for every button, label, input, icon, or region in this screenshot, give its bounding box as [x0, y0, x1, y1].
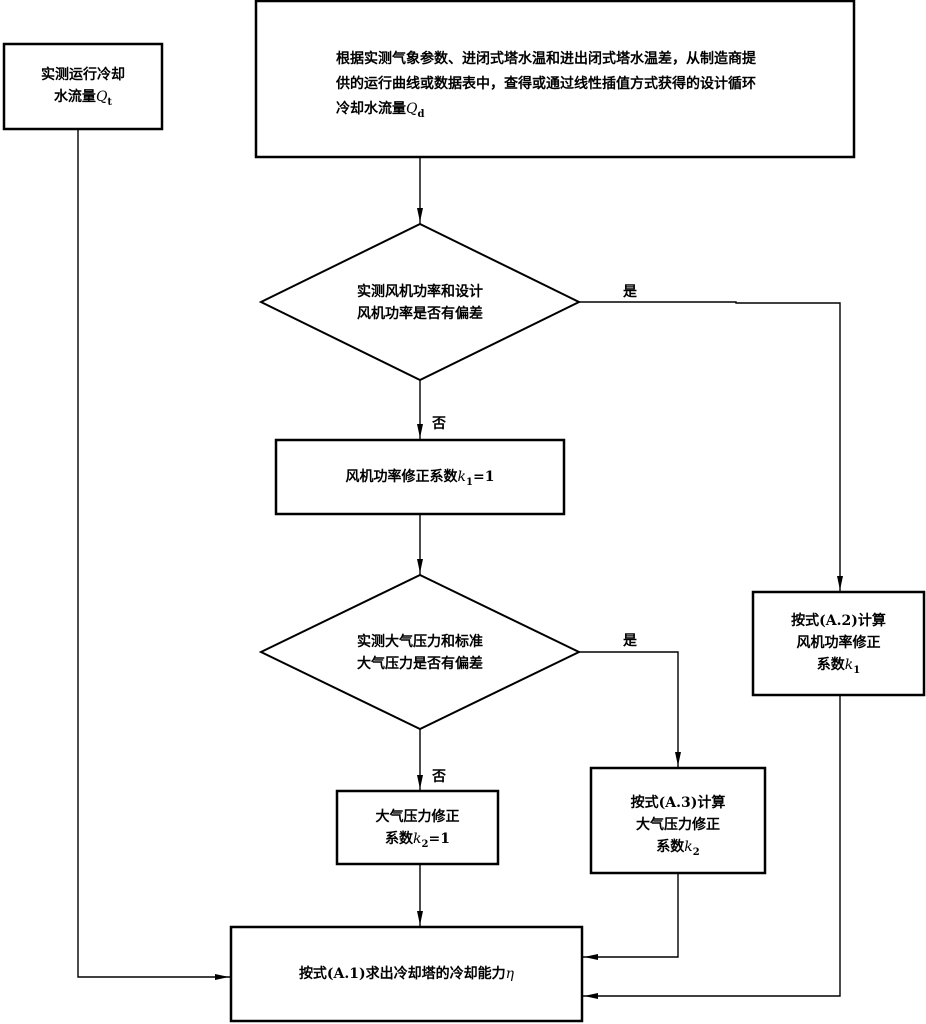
arrowhead — [417, 775, 423, 789]
fan-k1-one-text: 风机功率修正系数k1=1 — [345, 469, 495, 488]
arrowhead — [417, 911, 423, 925]
fan-k1-one-box — [274, 438, 566, 516]
fan-yes-label: 是 — [623, 284, 637, 300]
arrowhead — [417, 208, 423, 222]
arrowhead — [584, 993, 598, 999]
arrowhead — [215, 974, 229, 980]
pressure-k2-one-text: 大气压力修正 系数k2=1 — [375, 809, 460, 850]
pressure-yes-label: 是 — [623, 633, 637, 649]
arrowhead — [675, 752, 681, 766]
result-text: 按式(A.1)求出冷却塔的冷却能力η — [298, 966, 515, 982]
decision-pressure-text: 实测大气压力和标准 大气压力是否有偏差 — [357, 634, 483, 672]
connector-k1-calc-to-result — [582, 695, 841, 997]
pressure-no-label: 否 — [432, 769, 446, 785]
pressure-k2-calc-text: 按式(A.3)计算 大气压力修正 系数k2 — [630, 795, 726, 858]
fan-k1-calc-text: 按式(A.2)计算 风机功率修正 系数k1 — [791, 613, 886, 676]
fan-no-label: 否 — [432, 416, 446, 432]
design-flow-text: 根据实测气象参数、进闭式塔水温和进出闭式塔水温差，从制造商提 供的运行曲线或数据… — [336, 51, 756, 120]
connector-k2-calc-to-result — [582, 873, 679, 958]
connector-pressure-yes — [579, 651, 679, 768]
connector-measured-to-result — [77, 129, 231, 978]
fan-k1-calc-box — [751, 590, 926, 697]
arrowhead — [417, 424, 423, 438]
design-flow-box — [254, 0, 856, 159]
measured-flow-box — [2, 42, 164, 131]
pressure-k2-one-box — [335, 789, 500, 866]
arrowhead — [584, 954, 598, 960]
result-box — [229, 925, 584, 1023]
arrowhead — [837, 576, 843, 590]
decision-fan-text: 实测风机功率和设计 风机功率是否有偏差 — [357, 284, 483, 322]
connector-fan-yes — [579, 301, 841, 592]
measured-flow-text: 实测运行冷却 水流量Qt — [41, 67, 125, 108]
pressure-k2-calc-box — [589, 766, 767, 875]
arrowhead — [417, 559, 423, 573]
